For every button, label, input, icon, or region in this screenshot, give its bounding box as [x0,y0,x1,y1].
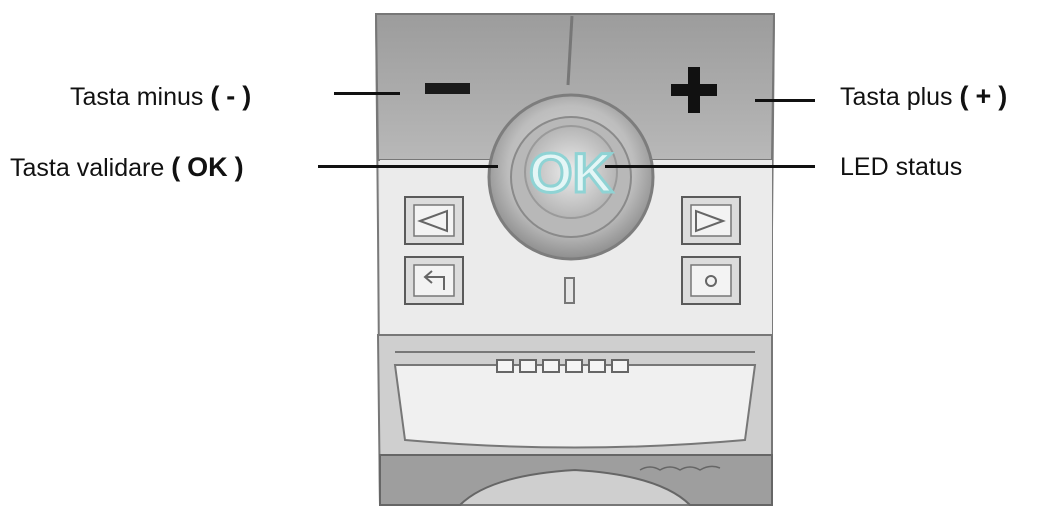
plus-label-key: + [975,81,992,111]
ok-label-key: OK [187,152,228,182]
plus-label: Tasta plus ( + ) [840,81,1008,111]
minus-leader-line [334,92,400,95]
left-arrow-button[interactable] [404,196,464,245]
plus-label-text: Tasta plus [840,83,953,111]
minus-label-text: Tasta minus [70,83,204,111]
plus-leader-line [755,99,815,102]
back-button[interactable] [404,256,464,305]
plus-button[interactable] [671,67,717,113]
minus-label: Tasta minus ( - ) [70,81,252,111]
ok-button[interactable]: OK [524,125,618,219]
mode-button[interactable] [681,256,741,305]
status-led [564,277,575,304]
ok-label: Tasta validare ( OK ) [10,152,244,182]
minus-button[interactable] [425,83,470,94]
right-arrow-button[interactable] [681,196,741,245]
led-leader-line [605,165,815,168]
led-label: LED status [840,152,962,182]
ok-button-label: OK [529,141,613,204]
ok-label-text: Tasta validare [10,154,165,182]
minus-label-key: - [226,81,236,111]
ok-leader-line [318,165,498,168]
led-label-text: LED status [840,153,963,181]
